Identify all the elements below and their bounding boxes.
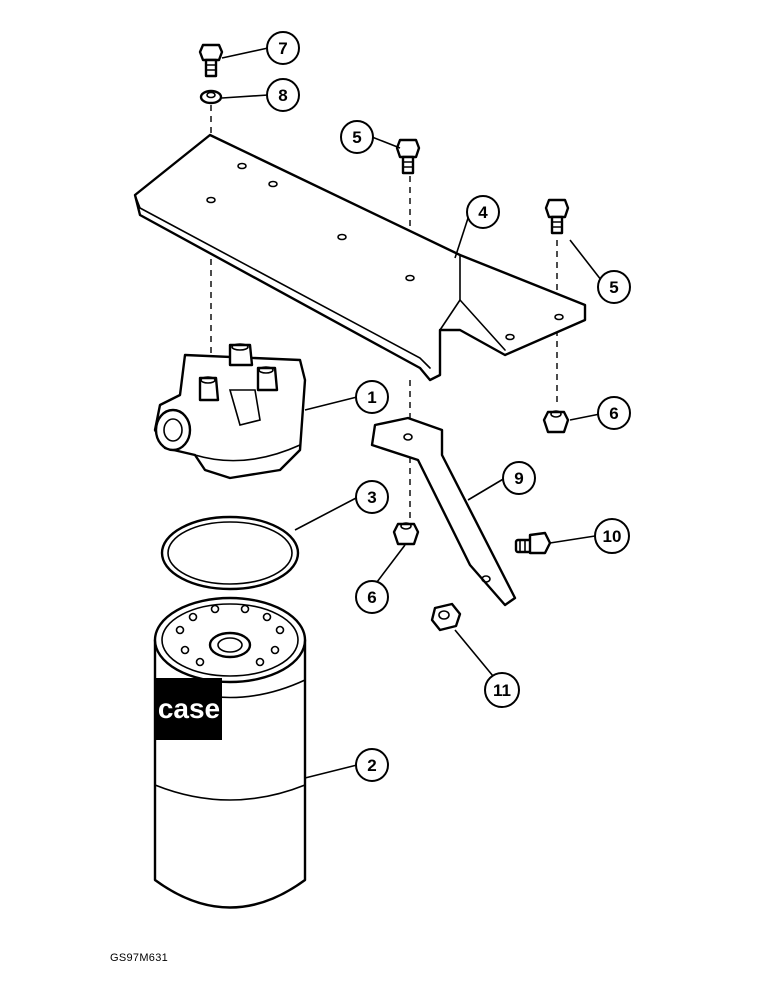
svg-text:2: 2 xyxy=(367,756,376,775)
svg-text:9: 9 xyxy=(514,469,523,488)
nut-6-center xyxy=(392,522,420,546)
bolt-10 xyxy=(514,531,552,555)
brand-logo-panel xyxy=(156,678,222,740)
svg-text:5: 5 xyxy=(609,278,618,297)
callout-8: 8 xyxy=(266,78,300,112)
bolt-7 xyxy=(198,43,224,78)
callout-9: 9 xyxy=(502,461,536,495)
o-ring xyxy=(160,515,300,591)
callout-6a: 6 xyxy=(355,580,389,614)
svg-text:11: 11 xyxy=(493,681,511,700)
svg-text:10: 10 xyxy=(603,527,622,546)
filter-canister: case xyxy=(153,596,307,909)
leader-lines xyxy=(221,47,606,779)
support-bracket xyxy=(370,416,517,607)
callout-6b: 6 xyxy=(597,396,631,430)
nut-6-right xyxy=(542,410,570,434)
callout-1: 1 xyxy=(355,380,389,414)
callout-4: 4 xyxy=(466,195,500,229)
callout-10: 10 xyxy=(594,518,630,554)
callout-5b: 5 xyxy=(597,270,631,304)
svg-text:8: 8 xyxy=(278,86,287,105)
callout-7: 7 xyxy=(266,31,300,65)
svg-text:5: 5 xyxy=(352,128,361,147)
callouts: 7 8 5 4 5 1 6 3 xyxy=(266,31,631,782)
callout-3: 3 xyxy=(355,480,389,514)
brand-logo-text: case xyxy=(158,693,220,724)
bolt-5-right xyxy=(544,198,570,235)
callout-5a: 5 xyxy=(340,120,374,154)
svg-text:6: 6 xyxy=(609,404,618,423)
svg-text:7: 7 xyxy=(278,39,287,58)
washer-8 xyxy=(199,89,223,105)
figure-code: GS97M631 xyxy=(110,952,169,964)
filter-head xyxy=(153,343,307,480)
nut-11 xyxy=(430,602,462,632)
mounting-bracket xyxy=(133,133,587,382)
svg-text:4: 4 xyxy=(478,203,488,222)
svg-text:6: 6 xyxy=(367,588,376,607)
callout-11: 11 xyxy=(484,672,520,708)
svg-text:3: 3 xyxy=(367,488,376,507)
bolt-5-center xyxy=(395,138,421,175)
svg-text:1: 1 xyxy=(367,388,376,407)
callout-2: 2 xyxy=(355,748,389,782)
